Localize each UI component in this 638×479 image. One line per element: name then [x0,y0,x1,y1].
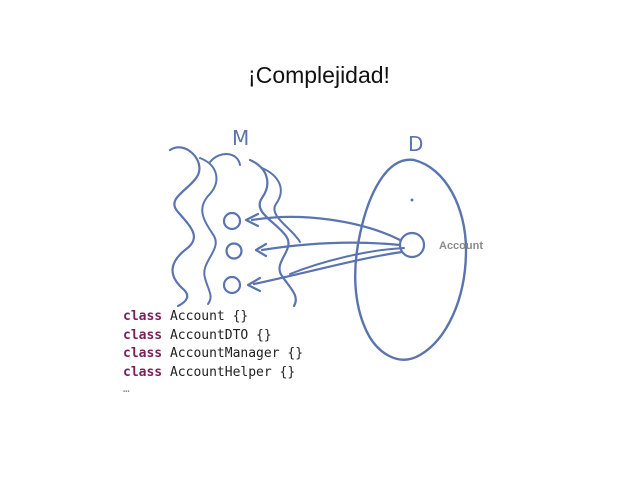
code-keyword: class [123,364,163,380]
model-top-curl [209,153,241,166]
arrow-to-object-2 [260,241,402,252]
account-label: Account [439,240,483,252]
code-ellipsis: … [123,382,130,395]
model-object-circle-1 [222,211,242,231]
model-object-circle-3 [222,275,242,295]
arrow-head-2 [254,242,268,258]
code-text: AccountDTO {} [169,327,272,343]
model-right-wave [248,158,297,308]
domain-label: D [408,132,423,156]
code-text: Account {} [169,309,249,324]
code-line: class AccountDTO {} [123,327,303,346]
domain-oval [354,158,468,361]
arrow-to-object-3 [252,250,404,286]
code-text: AccountManager {} [169,346,304,361]
code-keyword: class [123,309,163,324]
code-line: class AccountHelper {} [123,364,303,383]
code-keyword: class [123,327,163,343]
code-text: AccountHelper {} [169,364,296,380]
model-object-circle-2 [225,242,243,260]
arrow-head-3 [246,276,262,293]
model-left-wave-inner [199,157,218,305]
account-entity-circle [398,231,426,259]
slide-title: ¡Complejidad! [248,62,390,88]
code-snippet: class Account {} class AccountDTO {} cla… [123,308,303,396]
code-line: class AccountManager {} [123,345,303,364]
arrow-extra [289,247,405,275]
code-keyword: class [123,346,163,361]
domain-dot [410,198,414,202]
arrow-head-1 [244,212,260,228]
code-line: class Account {} [123,308,303,327]
arrow-to-object-1 [250,215,402,242]
model-label: M [232,126,249,150]
model-left-wave [168,146,201,308]
model-right-wave-inner [261,167,301,243]
